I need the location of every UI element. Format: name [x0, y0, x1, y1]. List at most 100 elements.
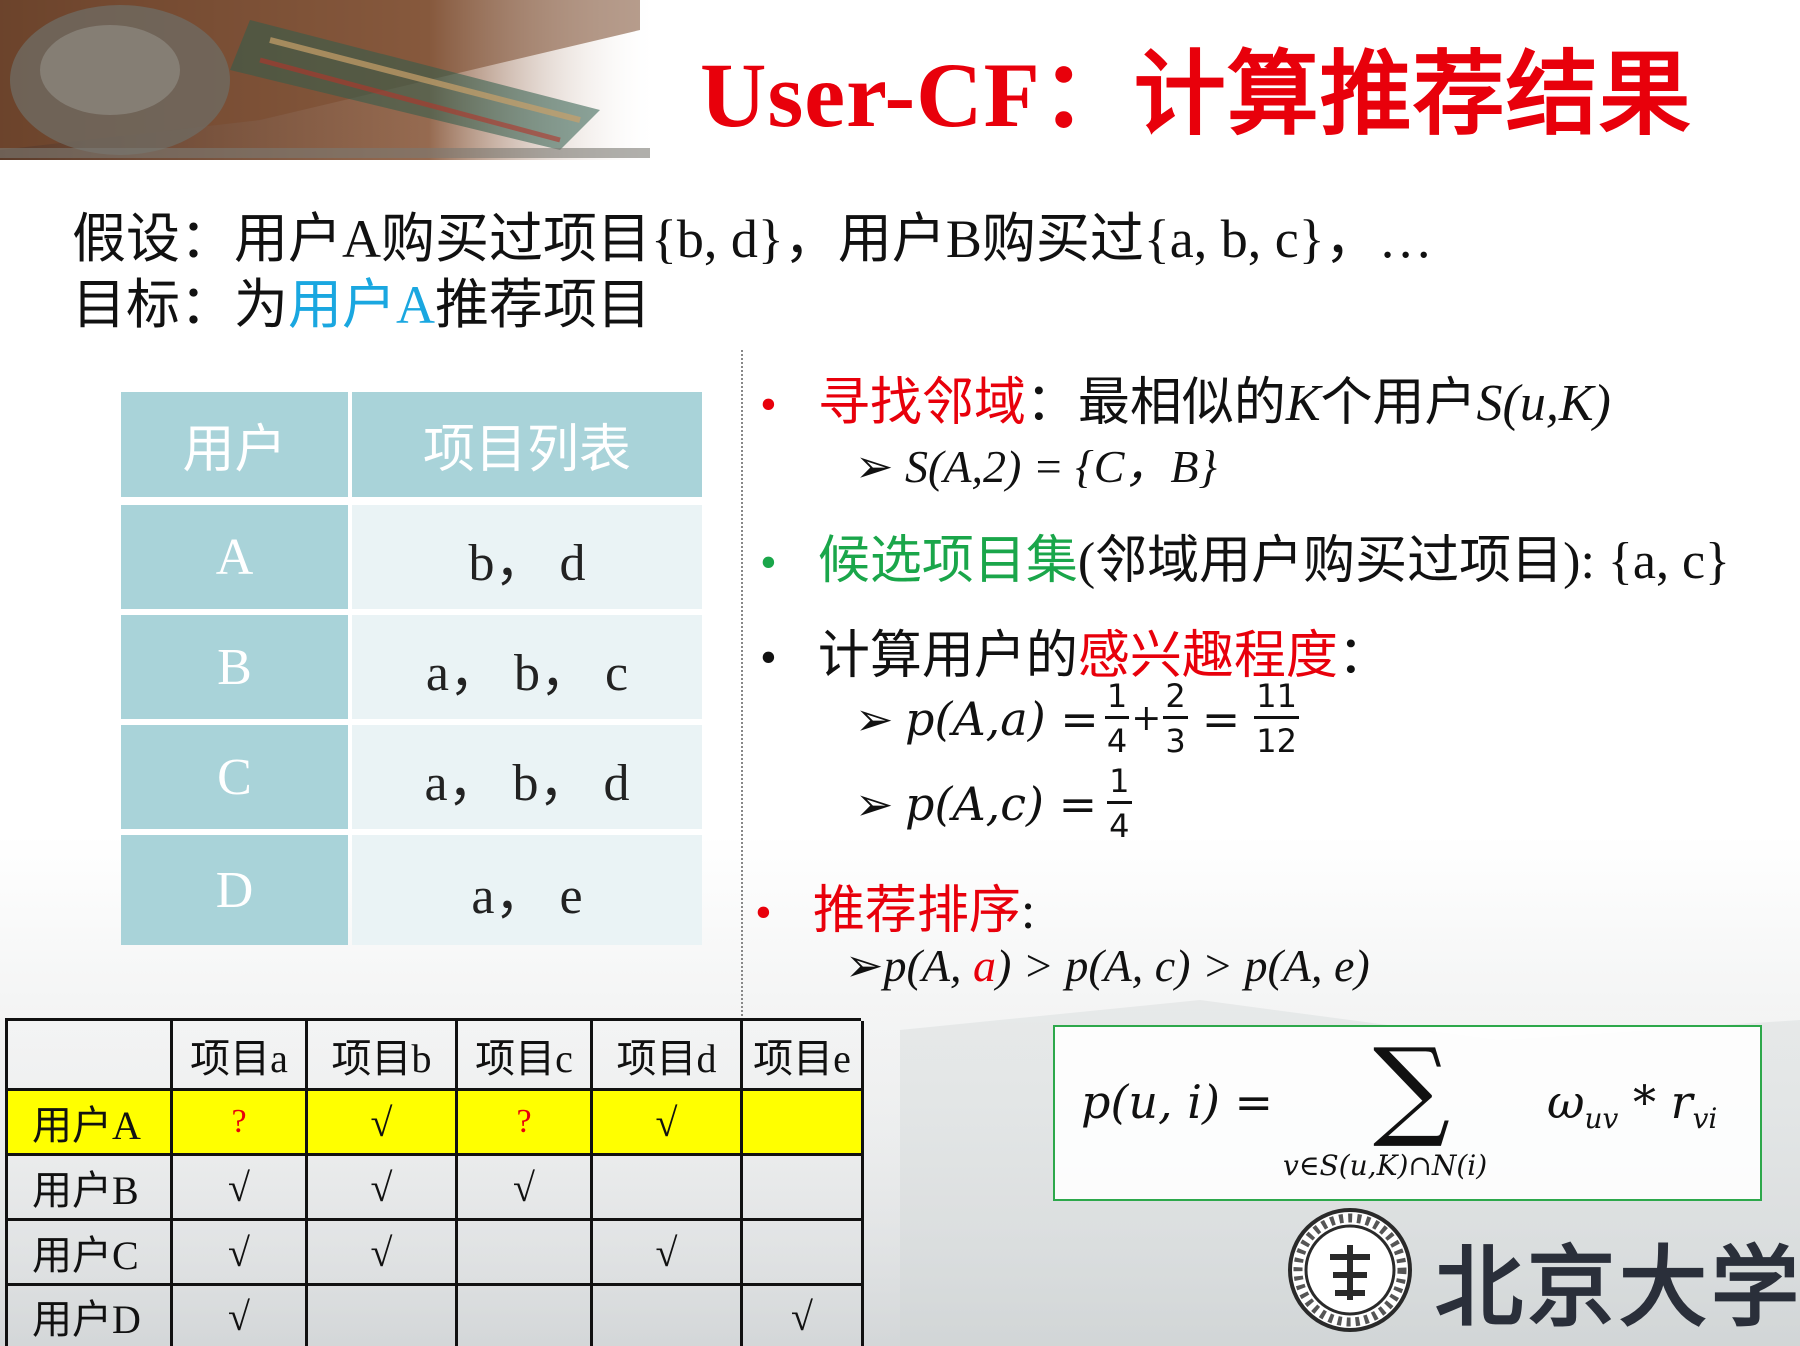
s-symbol: S	[1476, 375, 1503, 432]
slide-title: User-CF：计算推荐结果	[700, 44, 1692, 146]
matrix-header-item: 项目c	[458, 1021, 593, 1091]
bullet-candidates: • 候选项目集(邻域用户购买过项目): {a, c}	[760, 518, 1730, 593]
matrix-row-user: 用户D	[8, 1286, 173, 1346]
matrix-header-item: 项目e	[743, 1021, 864, 1091]
bullet-interest: • 计算用户的感兴趣程度：	[760, 613, 1390, 688]
table-row-items: a， e	[352, 835, 702, 945]
table-row-items: b， d	[352, 505, 702, 609]
omega-subscript: uv	[1584, 1102, 1619, 1136]
neighborhood-desc: ：最相似的	[1025, 375, 1286, 432]
numerator: 1	[1107, 765, 1132, 804]
arrow-marker: ➢	[855, 441, 906, 492]
matrix-cell	[743, 1156, 864, 1221]
matrix-header-item: 项目d	[593, 1021, 743, 1091]
matrix-cell: √	[308, 1156, 458, 1221]
arrow-marker: ➢	[855, 693, 906, 745]
arrow-marker: ➢	[855, 778, 906, 830]
denominator: 4	[1109, 807, 1130, 845]
table-row-user: D	[121, 835, 348, 945]
interest-prefix: 计算用户的	[817, 628, 1078, 685]
goal-prefix: 为	[234, 275, 288, 335]
matrix-header-item: 项目a	[173, 1021, 308, 1091]
matrix-cell: √	[173, 1286, 308, 1346]
university-logo: 北京大学	[1285, 1205, 1799, 1339]
bullet-dot: •	[760, 536, 777, 589]
matrix-row-user: 用户A	[8, 1091, 173, 1156]
ranking-result: ➢p(A, a) > p(A, c) > p(A, e)	[845, 938, 1370, 992]
matrix-cell	[458, 1286, 593, 1346]
matrix-cell	[308, 1286, 458, 1346]
university-seal-icon	[1288, 1208, 1412, 1332]
table-header-user: 用户	[121, 392, 348, 497]
prediction-formula-box: p(u, i) = ∑ v∈S(u,K)∩N(i) ωuv * rvi	[1053, 1025, 1762, 1201]
ranking-colon: :	[1020, 883, 1036, 940]
table-header-items: 项目列表	[352, 392, 702, 497]
matrix-cell: √	[308, 1221, 458, 1286]
formula-lhs: p(u, i) =	[1081, 1075, 1274, 1129]
numerator: 11	[1254, 680, 1299, 719]
neighborhood-result-text: S(A,2) = {C，B}	[905, 441, 1217, 492]
interest-term: 感兴趣程度	[1077, 628, 1338, 685]
goal-line: 目标：为用户A推荐项目	[72, 260, 651, 339]
matrix-cell	[593, 1286, 743, 1346]
r-subscript: vi	[1692, 1102, 1718, 1136]
matrix-cell	[458, 1221, 593, 1286]
matrix-cell: √	[743, 1286, 864, 1346]
assumption-line: 假设：用户A购买过项目{b, d}，用户B购买过{a, b, c}，…	[72, 194, 1433, 273]
matrix-cell: ?	[458, 1091, 593, 1156]
bullet-dot: •	[760, 378, 777, 431]
matrix-header-item: 项目b	[308, 1021, 458, 1091]
times-r: * r	[1618, 1075, 1693, 1129]
table-row-items: a， b， d	[352, 725, 702, 829]
user-item-table: 用户 项目列表 A b， d B a， b， c C a， b， d D a， …	[121, 392, 702, 945]
omega: ω	[1547, 1075, 1585, 1129]
matrix-row-user: 用户B	[8, 1156, 173, 1221]
matrix-cell	[593, 1156, 743, 1221]
ranking-rest: ) > p(A, c) > p(A, e)	[995, 940, 1370, 991]
assumption-text: 用户A购买过项目{b, d}，用户B购买过{a, b, c}，…	[234, 209, 1433, 269]
matrix-cell	[743, 1221, 864, 1286]
neighborhood-term: 寻找邻域	[817, 375, 1026, 432]
matrix-corner	[8, 1021, 173, 1091]
ranking-term: 推荐排序	[812, 883, 1021, 940]
matrix-cell: ?	[173, 1091, 308, 1156]
ranking-part: p(A,	[883, 940, 973, 991]
table-row-user: A	[121, 505, 348, 609]
candidates-desc: (邻域用户购买过项目): {a, c}	[1077, 533, 1730, 590]
bullet-neighborhood: • 寻找邻域：最相似的K个用户S(u,K)	[760, 360, 1611, 435]
column-divider	[741, 350, 743, 1020]
goal-label: 目标：	[72, 275, 234, 335]
candidates-term: 候选项目集	[817, 533, 1078, 590]
denominator: 4	[1106, 722, 1128, 760]
goal-highlight: 用户A	[288, 275, 435, 335]
matrix-cell: √	[593, 1221, 743, 1286]
table-row-items: a， b， c	[352, 615, 702, 719]
ranking-top-item: a	[972, 940, 996, 991]
numerator: 2	[1163, 680, 1188, 719]
bullet-ranking: • 推荐排序:	[755, 868, 1035, 943]
neighborhood-mid: 个用户	[1320, 375, 1477, 432]
table-row-user: B	[121, 615, 348, 719]
equals-sign: =	[1201, 691, 1241, 746]
assumption-label: 假设：	[72, 209, 234, 269]
denominator: 12	[1256, 722, 1297, 760]
sum-symbol: ∑	[1373, 1026, 1451, 1151]
plus-sign: +	[1131, 698, 1162, 739]
numerator: 1	[1104, 680, 1130, 719]
interest-colon: ：	[1337, 628, 1390, 685]
denominator: 3	[1165, 722, 1186, 760]
matrix-cell: √	[173, 1221, 308, 1286]
university-name: 北京大学	[1435, 1235, 1800, 1339]
matrix-cell: √	[173, 1156, 308, 1221]
sum-subscript: v∈S(u,K)∩N(i)	[1283, 1149, 1488, 1182]
table-row-user: C	[121, 725, 348, 829]
formula-lhs: p(A,a) =	[905, 691, 1099, 746]
